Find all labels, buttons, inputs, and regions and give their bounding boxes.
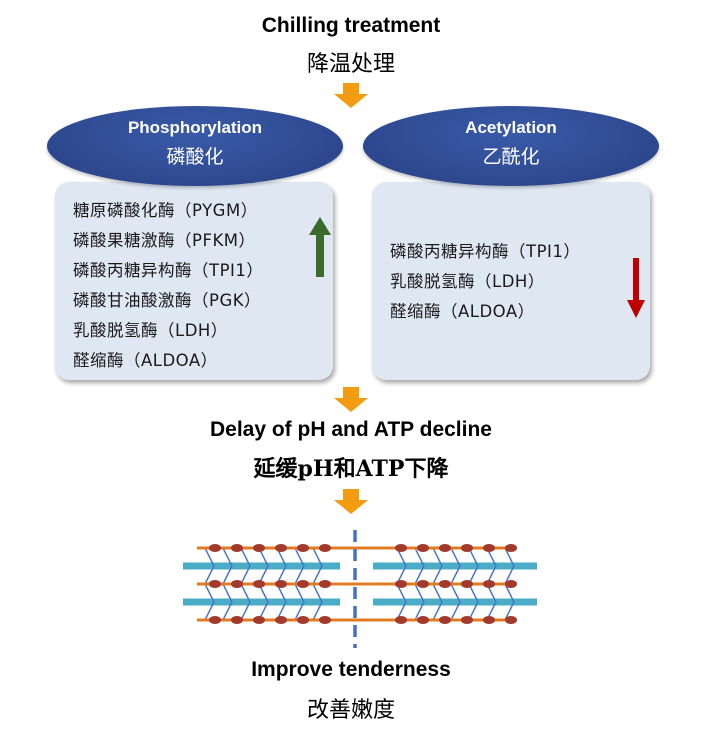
cross-bridge [312, 547, 323, 567]
myosin-head [439, 616, 451, 624]
cross-bridge [240, 583, 251, 603]
acetylation-box: 磷酸丙糖异构酶（TPI1） 乳酸脱氢酶（LDH） 醛缩酶（ALDOA） [372, 182, 650, 380]
cross-bridge [294, 601, 305, 621]
cross-bridge [312, 565, 323, 585]
cross-bridge [222, 601, 233, 621]
phospho-item-2: 磷酸果糖激酶（PFKM） [73, 231, 256, 250]
cross-bridge [204, 565, 215, 585]
phosphorylation-ellipse: Phosphorylation 磷酸化 [47, 106, 343, 186]
myosin-head [297, 616, 309, 624]
cross-bridge [240, 565, 251, 585]
cross-bridge [240, 601, 251, 621]
myosin-head [209, 616, 221, 624]
cross-bridge [240, 547, 251, 567]
cross-bridge [504, 601, 515, 621]
cross-bridge [504, 547, 515, 567]
chilling-title: Chilling treatment [261, 14, 441, 37]
cross-bridge [432, 565, 443, 585]
cross-bridge [504, 565, 515, 585]
cross-bridge [414, 565, 425, 585]
acetylation-ellipse: Acetylation 乙酰化 [363, 106, 659, 186]
myosin-head [231, 580, 243, 588]
tenderness-title-cn: 改善嫩度 [306, 698, 395, 723]
cross-bridge [450, 565, 461, 585]
cross-bridge [312, 583, 323, 603]
myosin-head [505, 580, 517, 588]
phosphorylation-title: Phosphorylation [127, 118, 263, 137]
myosin-head [209, 544, 221, 552]
myosin-head [209, 580, 221, 588]
cross-bridge [294, 583, 305, 603]
myosin-head [297, 580, 309, 588]
myosin-head [483, 544, 495, 552]
acetylation-title: Acetylation [465, 118, 557, 137]
myosin-head [417, 580, 429, 588]
acetyl-item-3: 醛缩酶（ALDOA） [390, 302, 535, 321]
myosin-head [483, 616, 495, 624]
myosin-head [253, 580, 265, 588]
cross-bridge [450, 583, 461, 603]
cross-bridge [204, 547, 215, 567]
up-arrow-icon [309, 217, 331, 277]
myosin-head [461, 544, 473, 552]
myosin-head [319, 580, 331, 588]
myosin-head [439, 580, 451, 588]
myofilament-group [183, 544, 537, 624]
myosin-head [417, 616, 429, 624]
cross-bridge [312, 601, 323, 621]
myosin-head [395, 580, 407, 588]
cross-bridge [414, 601, 425, 621]
myosin-head [275, 616, 287, 624]
acetylation-title-cn: 乙酰化 [482, 146, 540, 168]
myosin-head [319, 544, 331, 552]
delay-title: Delay of pH and ATP decline [209, 418, 492, 441]
cross-bridge [432, 583, 443, 603]
cross-bridge [222, 583, 233, 603]
cross-bridge [222, 547, 233, 567]
cross-bridge [222, 565, 233, 585]
acetyl-item-1: 磷酸丙糖异构酶（TPI1） [390, 242, 581, 261]
cross-bridge [432, 601, 443, 621]
myosin-head [253, 544, 265, 552]
myosin-head [439, 544, 451, 552]
delay-title-cn: 延缓pH和ATP下降 [253, 456, 449, 482]
myosin-head [231, 616, 243, 624]
cross-bridge [204, 601, 215, 621]
cross-bridge [450, 547, 461, 567]
phosphorylation-box: 糖原磷酸化酶（PYGM） 磷酸果糖激酶（PFKM） 磷酸丙糖异构酶（TPI1） … [55, 182, 333, 380]
cross-bridge [204, 583, 215, 603]
cross-bridge [294, 547, 305, 567]
cross-bridge [432, 547, 443, 567]
chilling-title-cn: 降温处理 [306, 52, 395, 77]
myosin-head [461, 580, 473, 588]
myosin-head [253, 616, 265, 624]
myosin-head [461, 616, 473, 624]
myosin-head [395, 616, 407, 624]
cross-bridge [414, 583, 425, 603]
myosin-head [483, 580, 495, 588]
myosin-head [231, 544, 243, 552]
phospho-item-4: 磷酸甘油酸激酶（PGK） [73, 291, 262, 310]
phospho-item-1: 糖原磷酸化酶（PYGM） [73, 201, 258, 220]
phospho-item-6: 醛缩酶（ALDOA） [73, 351, 218, 370]
phospho-item-3: 磷酸丙糖异构酶（TPI1） [73, 261, 264, 280]
cross-bridge [450, 601, 461, 621]
phosphorylation-title-cn: 磷酸化 [166, 146, 224, 168]
myosin-head [275, 580, 287, 588]
myosin-head [297, 544, 309, 552]
phospho-item-5: 乳酸脱氢酶（LDH） [73, 321, 228, 340]
myosin-head [417, 544, 429, 552]
sarcomere-illustration [183, 530, 537, 648]
cross-bridge [504, 583, 515, 603]
myosin-head [395, 544, 407, 552]
cross-bridge [294, 565, 305, 585]
cross-bridge [414, 547, 425, 567]
acetyl-item-2: 乳酸脱氢酶（LDH） [390, 272, 545, 291]
myosin-head [319, 616, 331, 624]
down-arrow-icon [627, 258, 645, 318]
myosin-head [275, 544, 287, 552]
myosin-head [505, 616, 517, 624]
tenderness-title: Improve tenderness [251, 658, 451, 681]
myosin-head [505, 544, 517, 552]
